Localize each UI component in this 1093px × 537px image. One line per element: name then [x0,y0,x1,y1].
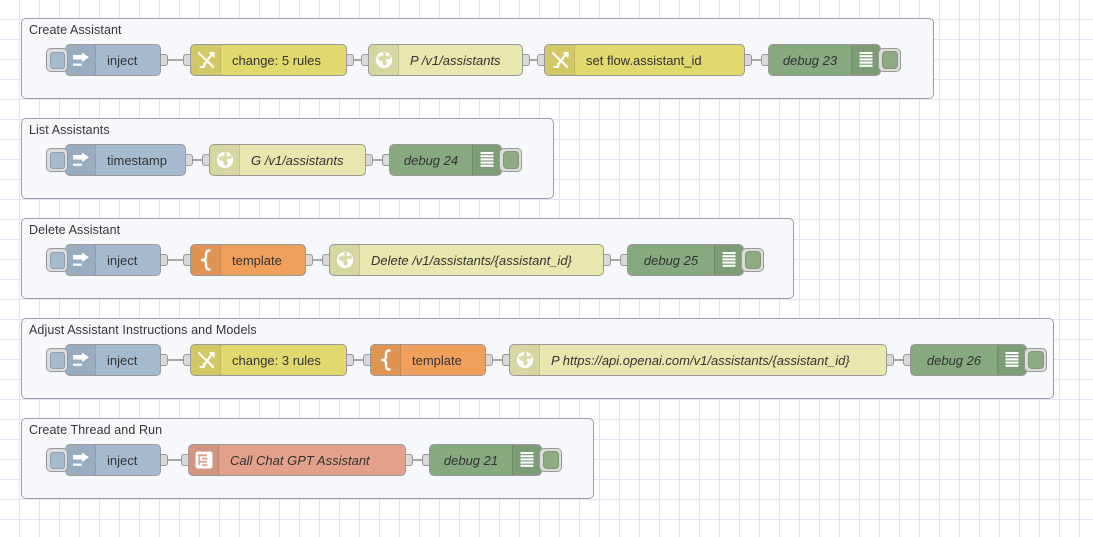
debug-lines-icon [472,145,501,175]
node-label: P https://api.openai.com/v1/assistants/{… [551,352,850,368]
flow-wire[interactable] [168,259,183,261]
node-template[interactable]: template [370,344,486,376]
debug-toggle-button[interactable] [1024,348,1047,372]
node-change[interactable]: change: 5 rules [190,44,347,76]
group-title: Create Assistant [29,23,122,37]
node-inject[interactable]: inject [65,444,161,476]
inject-trigger-button[interactable] [46,248,68,272]
node-label: set flow.assistant_id [586,52,702,68]
flow-wire[interactable] [894,359,903,361]
flow-wire[interactable] [752,59,761,61]
flow-wire[interactable] [354,59,361,61]
debug-toggle-button[interactable] [741,248,764,272]
group-title: Delete Assistant [29,223,121,237]
debug-lines-icon [512,445,541,475]
node-debug-23[interactable]: debug 23 [768,44,881,76]
node-http-request[interactable]: G /v1/assistants [209,144,366,176]
inject-trigger-button[interactable] [46,348,68,372]
inject-arrow-icon [66,145,96,175]
node-label: template [412,352,462,368]
debug-toggle-button[interactable] [539,448,562,472]
inject-trigger-button[interactable] [46,48,68,72]
openai-node-icon [189,445,219,475]
debug-toggle-button[interactable] [499,148,522,172]
brace-icon [191,245,221,275]
flow-wire[interactable] [193,159,202,161]
node-label: P /v1/assistants [410,52,501,68]
node-chatgpt-call[interactable]: Call Chat GPT Assistant [188,444,406,476]
node-label: debug 23 [782,52,838,68]
change-swap-icon [191,45,221,75]
node-label: Call Chat GPT Assistant [230,452,370,468]
node-label: Delete /v1/assistants/{assistant_id} [371,252,572,268]
inject-arrow-icon [66,445,96,475]
node-http-request[interactable]: P /v1/assistants [368,44,523,76]
node-label: debug 25 [643,252,699,268]
node-label: change: 5 rules [232,52,321,68]
change-swap-icon [545,45,575,75]
inject-trigger-button[interactable] [46,448,68,472]
node-label: debug 26 [926,352,982,368]
debug-lines-icon [851,45,880,75]
group-title: Adjust Assistant Instructions and Models [29,323,257,337]
flow-wire[interactable] [611,259,620,261]
flow-wire[interactable] [373,159,382,161]
node-debug-24[interactable]: debug 24 [389,144,502,176]
globe-icon [510,345,540,375]
debug-lines-icon [714,245,743,275]
flow-wire[interactable] [168,459,181,461]
node-debug-26[interactable]: debug 26 [910,344,1027,376]
globe-icon [330,245,360,275]
flow-wire[interactable] [168,359,183,361]
node-template[interactable]: template [190,244,306,276]
node-label: template [232,252,282,268]
node-label: debug 21 [443,452,499,468]
node-inject[interactable]: inject [65,344,161,376]
node-label: inject [107,352,138,368]
flow-wire[interactable] [530,59,537,61]
node-debug-25[interactable]: debug 25 [627,244,744,276]
node-inject[interactable]: inject [65,44,161,76]
node-label: inject [107,452,138,468]
node-http-request[interactable]: P https://api.openai.com/v1/assistants/{… [509,344,887,376]
change-swap-icon [191,345,221,375]
node-http-request[interactable]: Delete /v1/assistants/{assistant_id} [329,244,604,276]
node-label: change: 3 rules [232,352,321,368]
inject-arrow-icon [66,345,96,375]
inject-arrow-icon [66,245,96,275]
flow-wire[interactable] [313,259,322,261]
flow-wire[interactable] [493,359,502,361]
node-label: inject [107,252,138,268]
group-title: List Assistants [29,123,110,137]
node-inject[interactable]: inject [65,244,161,276]
node-inject-timestamp[interactable]: timestamp [65,144,186,176]
node-change[interactable]: change: 3 rules [190,344,347,376]
node-change-set-id[interactable]: set flow.assistant_id [544,44,745,76]
flow-wire[interactable] [413,459,422,461]
debug-toggle-button[interactable] [878,48,901,72]
flow-wire[interactable] [168,59,183,61]
node-label: timestamp [107,152,167,168]
node-label: inject [107,52,138,68]
node-debug-21[interactable]: debug 21 [429,444,542,476]
globe-icon [369,45,399,75]
globe-icon [210,145,240,175]
node-label: G /v1/assistants [251,152,344,168]
flow-wire[interactable] [354,359,363,361]
debug-lines-icon [997,345,1026,375]
node-label: debug 24 [403,152,459,168]
brace-icon [371,345,401,375]
group-title: Create Thread and Run [29,423,163,437]
inject-trigger-button[interactable] [46,148,68,172]
inject-arrow-icon [66,45,96,75]
